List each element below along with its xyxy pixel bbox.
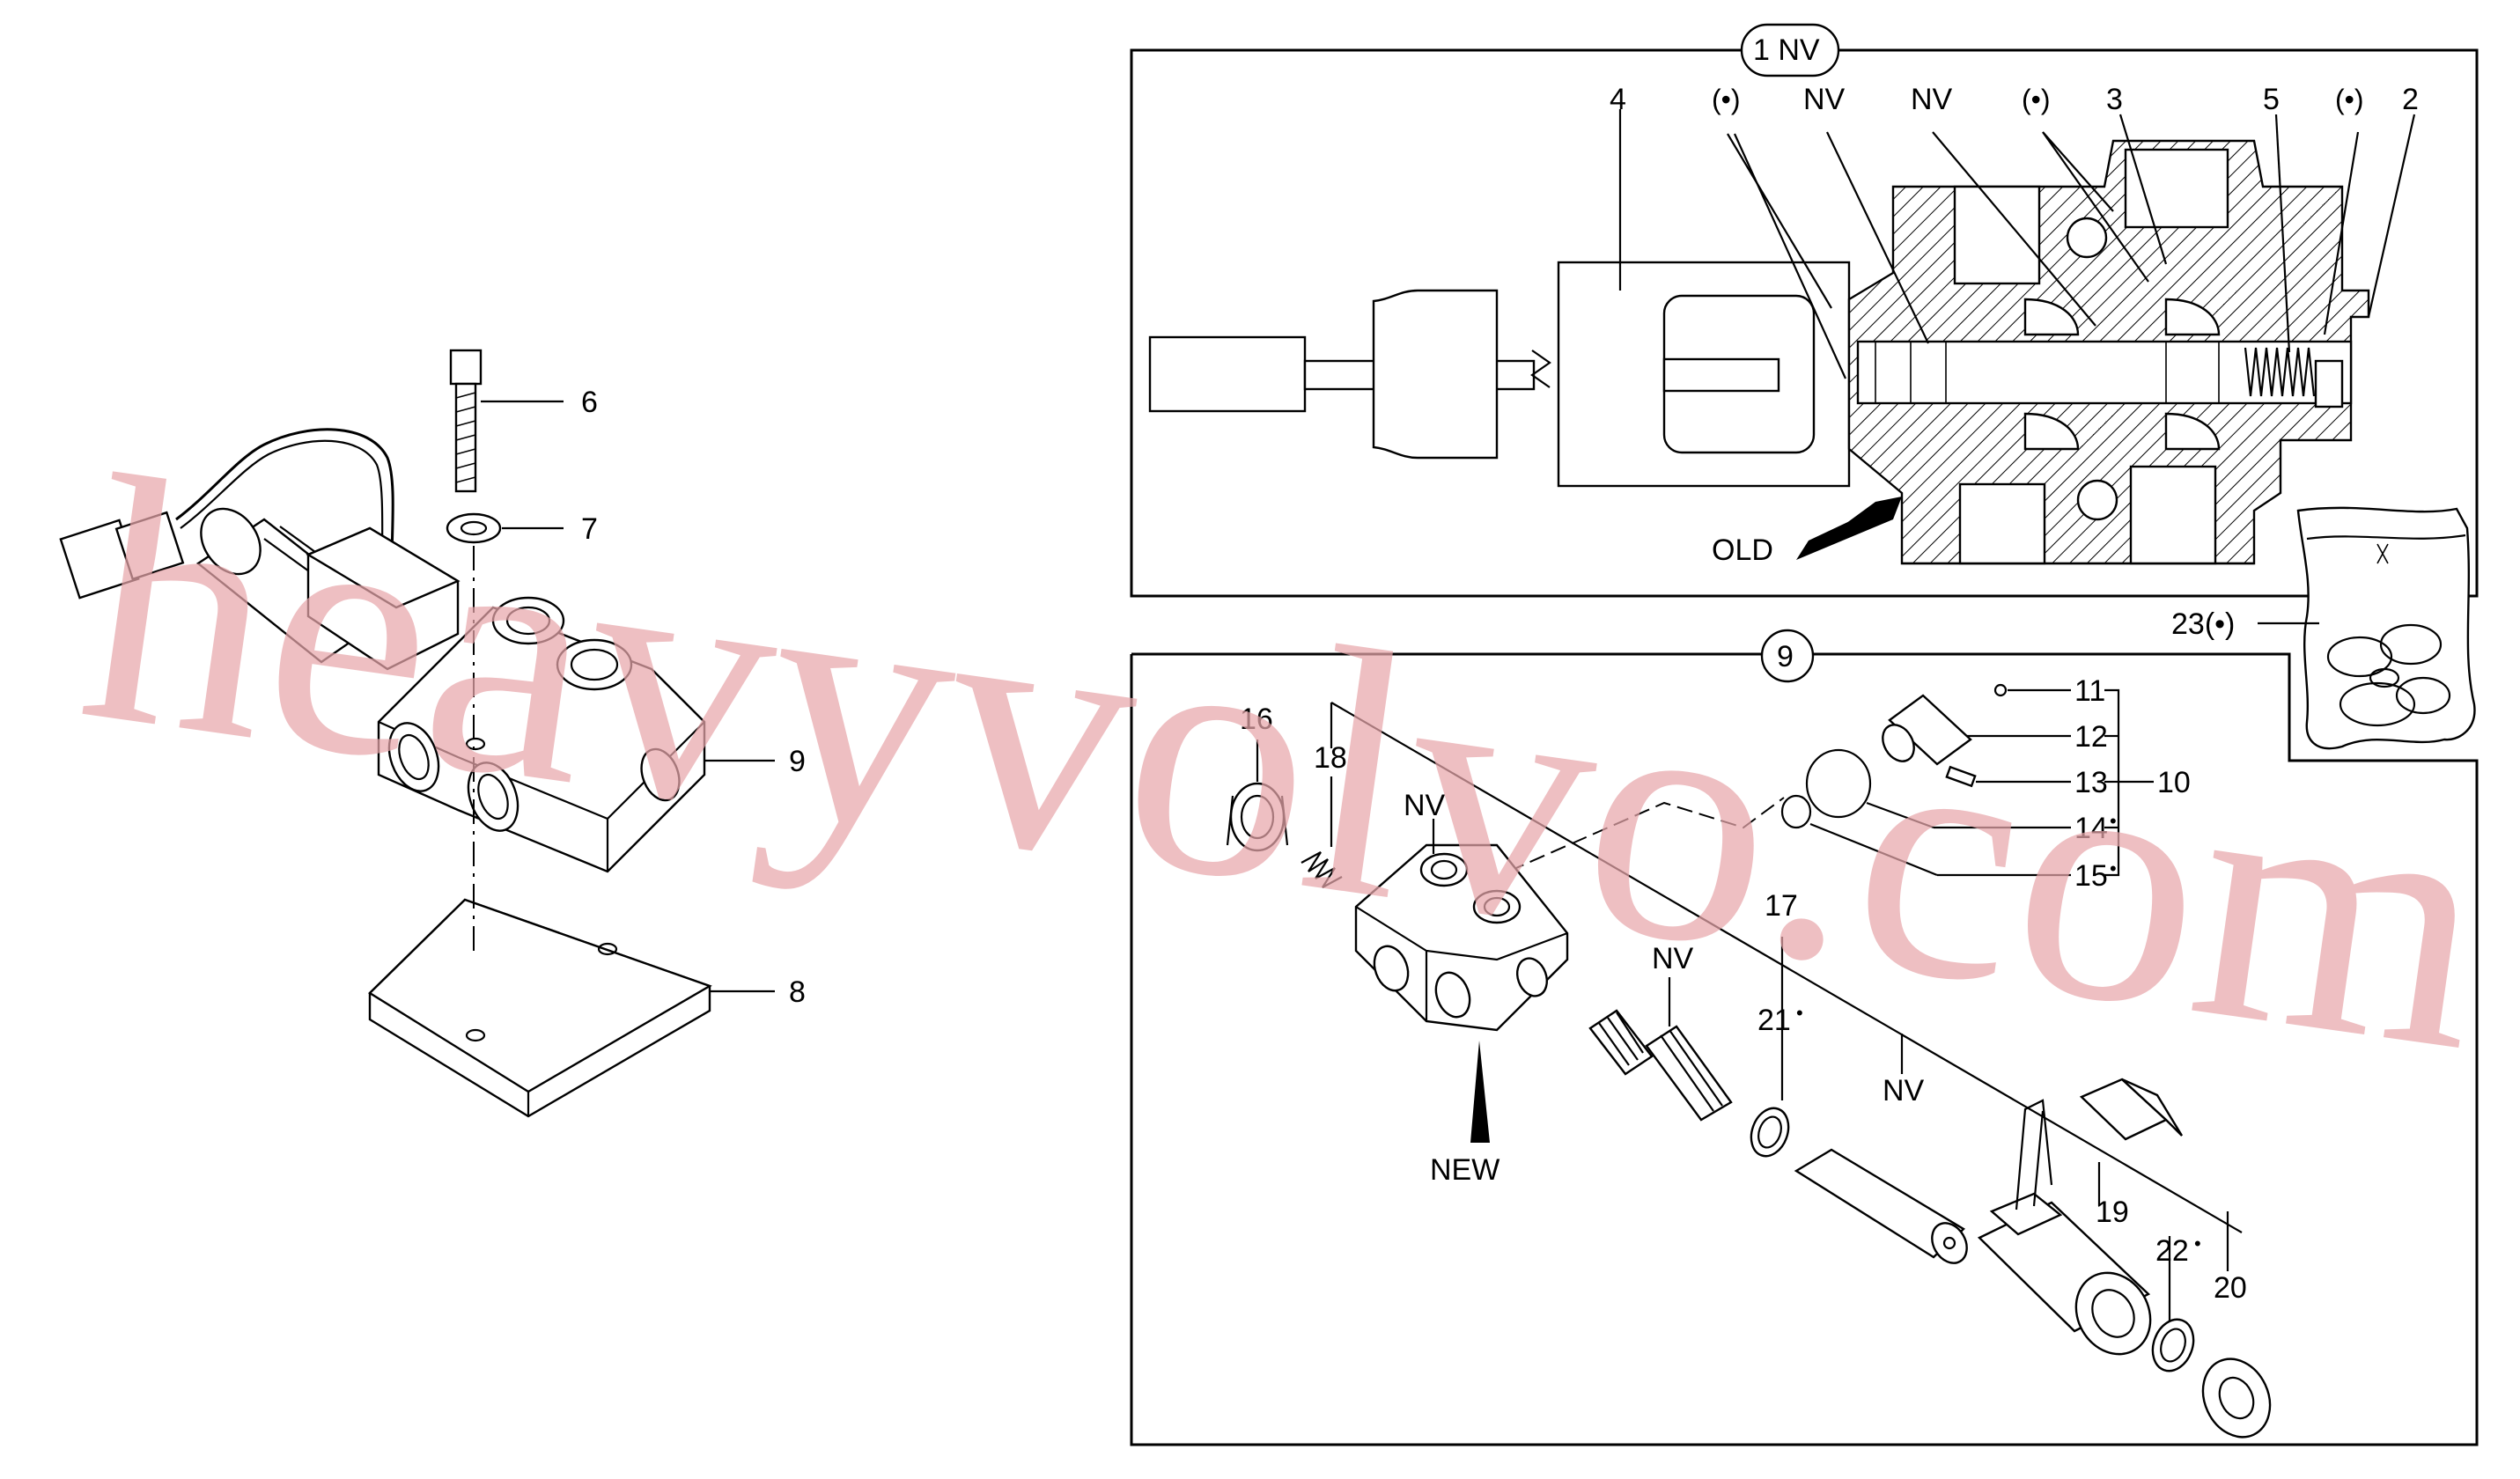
callout-21: 21 [1757, 1004, 1791, 1037]
valve-assembly-left [59, 349, 706, 951]
label-new: NEW [1430, 1153, 1499, 1187]
callout-4: 4 [1610, 83, 1626, 116]
callout-dot-c: (•) [2335, 84, 2364, 115]
bullet-14: • [2110, 810, 2117, 832]
bullet-15: • [2110, 857, 2117, 879]
callout-18: 18 [1314, 741, 1347, 775]
callout-22: 22 [2155, 1234, 2189, 1268]
callout-2: 2 [2402, 83, 2419, 116]
callout-9-frame: 9 [1777, 640, 1794, 673]
base-plate [368, 898, 712, 1118]
leaders-top [1618, 109, 2416, 379]
callout-nv-e: NV [1883, 1074, 1925, 1107]
callout-5: 5 [2263, 83, 2280, 116]
callout-dot-b: (•) [2022, 84, 2051, 115]
callout-dot-a: (•) [1712, 84, 1741, 115]
callout-6: 6 [581, 386, 598, 419]
leaders-lower [1256, 688, 2229, 1321]
callout-nv-b: NV [1911, 83, 1953, 116]
callout-15: 15 [2074, 859, 2108, 893]
bullet-21: • [1796, 1002, 1803, 1024]
callout-11: 11 [2074, 674, 2105, 708]
sectional-view-frame [1130, 23, 2479, 598]
leaders-left [481, 400, 775, 993]
callout-14: 14 [2074, 812, 2108, 845]
callout-13: 13 [2074, 766, 2108, 799]
seal-kit-bag [2258, 506, 2476, 750]
callout-3: 3 [2106, 83, 2123, 116]
callout-7: 7 [581, 512, 598, 546]
callout-10: 10 [2157, 766, 2191, 799]
callout-nv-c: NV [1404, 789, 1446, 822]
callout-17: 17 [1765, 889, 1798, 923]
callout-20: 20 [2214, 1271, 2247, 1305]
callout-8: 8 [789, 975, 806, 1009]
callout-19: 19 [2096, 1196, 2129, 1229]
bullet-22: • [2194, 1232, 2201, 1255]
callout-9: 9 [789, 745, 806, 778]
callout-23: 23(•) [2171, 607, 2235, 641]
callout-nv-d: NV [1652, 942, 1694, 975]
callout-12: 12 [2074, 720, 2108, 754]
exploded-view-frame [1130, 629, 2479, 1446]
callout-nv-a: NV [1803, 83, 1846, 116]
label-old: OLD [1712, 533, 1773, 567]
callout-16: 16 [1240, 703, 1273, 736]
callout-1-nv: 1 NV [1753, 33, 1820, 67]
